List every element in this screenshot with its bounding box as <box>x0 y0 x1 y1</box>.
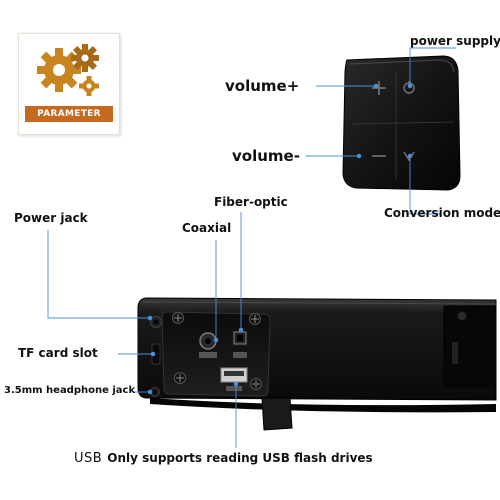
usb-label: USB <box>74 451 103 466</box>
control-panel <box>342 55 461 191</box>
usb-caption: USB Only supports reading USB flash driv… <box>74 447 373 466</box>
volume-down-label: volume- <box>232 147 300 165</box>
mode-icon[interactable] <box>403 151 415 162</box>
power-supply-label: power supply <box>410 34 500 48</box>
usb-port-icon <box>220 367 248 391</box>
rear-port-recess <box>161 311 271 397</box>
volume-up-label: volume+ <box>225 77 300 95</box>
coaxial-label: Coaxial <box>182 221 232 235</box>
plus-icon[interactable] <box>372 81 386 95</box>
side-ports <box>150 316 162 397</box>
power-jack-label: Power jack <box>14 211 88 225</box>
badge-label: PARAMETER <box>25 106 113 122</box>
usb-note: Only supports reading USB flash drives <box>107 451 373 465</box>
top-leader-lines <box>306 47 456 215</box>
screw-icon <box>172 312 262 390</box>
tf-card-slot-label: TF card slot <box>18 346 98 360</box>
bottom-leader-lines <box>47 212 244 448</box>
headphone-jack-label: 3.5mm headphone jack <box>4 385 136 396</box>
parameter-badge: PARAMETER <box>18 33 120 135</box>
conversion-mode-label: Conversion mode <box>384 206 500 220</box>
gear-icon <box>37 44 99 96</box>
fiber-optic-label: Fiber-optic <box>214 195 288 209</box>
